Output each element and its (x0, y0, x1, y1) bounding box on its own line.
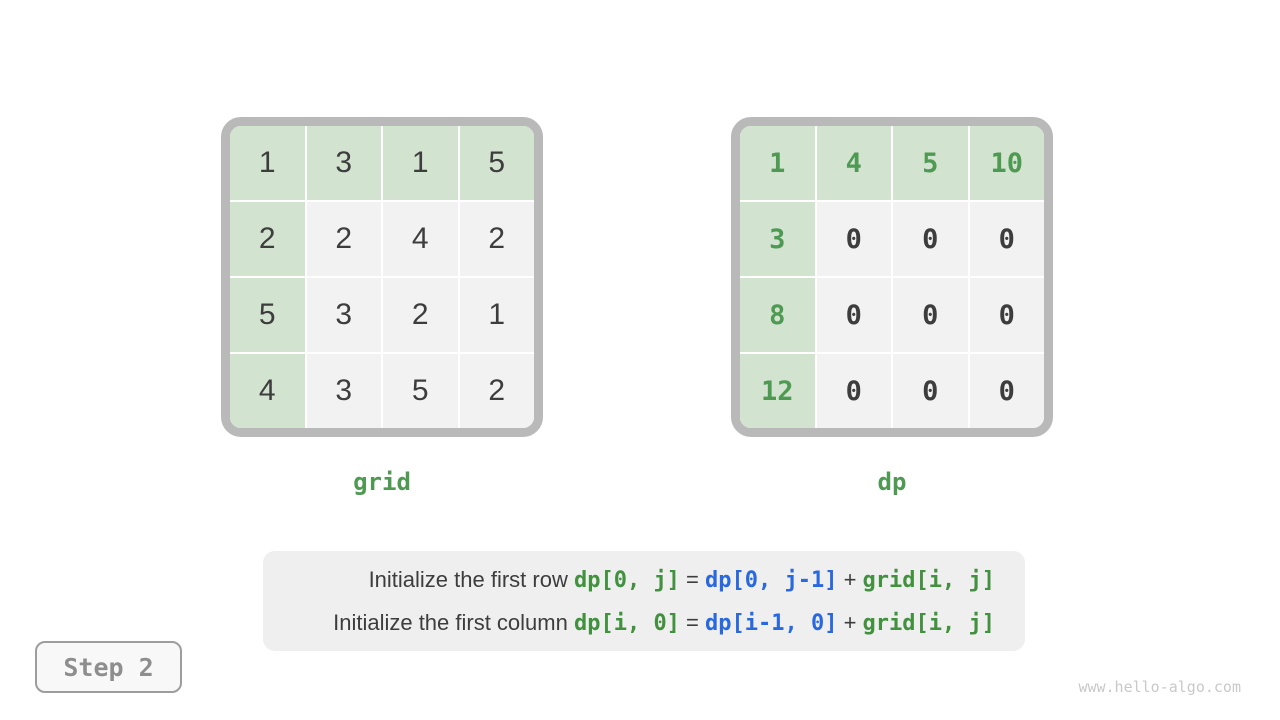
caption-text: Initialize the first column (333, 610, 574, 635)
grid-cell-1-0: 2 (230, 202, 305, 276)
grid-cell-0-2: 1 (383, 126, 458, 200)
caption-text: = (679, 567, 706, 592)
dp-cell-0-0: 1 (740, 126, 815, 200)
dp-cell-0-3: 10 (969, 126, 1044, 200)
grid-cell-3-0: 4 (230, 354, 305, 428)
dp-cell-1-1: 0 (816, 202, 891, 276)
dp-cell-1-0: 3 (740, 202, 815, 276)
dp-label: dp (877, 468, 907, 496)
caption-box: Initialize the first row dp[0, j] = dp[0… (263, 551, 1025, 651)
caption-line-2: Initialize the first column dp[i, 0] = d… (263, 602, 995, 645)
grid-cell-2-1: 3 (306, 278, 381, 352)
dp-cell-2-1: 0 (816, 278, 891, 352)
grid-cell-0-3: 5 (459, 126, 534, 200)
caption-text: = (679, 610, 706, 635)
grid-cell-3-1: 3 (306, 354, 381, 428)
grid-cell-1-2: 4 (383, 202, 458, 276)
caption-code-blue: dp[0, j-1] (705, 568, 838, 593)
grid-cell-2-0: 5 (230, 278, 305, 352)
caption-code-green: grid[i, j] (862, 568, 995, 593)
dp-cell-2-0: 8 (740, 278, 815, 352)
grid-cell-0-1: 3 (306, 126, 381, 200)
caption-code-green: grid[i, j] (862, 611, 995, 636)
caption-line-1: Initialize the first row dp[0, j] = dp[0… (263, 559, 995, 602)
dp-cell-3-2: 0 (893, 354, 968, 428)
caption-text: + (837, 610, 863, 635)
dp-cell-3-3: 0 (969, 354, 1044, 428)
grid-cell-1-1: 2 (306, 202, 381, 276)
grid-cell-2-3: 1 (459, 278, 534, 352)
grid-label: grid (353, 468, 411, 496)
dp-cell-0-1: 4 (816, 126, 891, 200)
grid-cell-1-3: 2 (459, 202, 534, 276)
caption-code-green: dp[i, 0] (573, 611, 680, 636)
caption-text: + (837, 567, 863, 592)
grid-cell-3-3: 2 (459, 354, 534, 428)
watermark: www.hello-algo.com (1078, 678, 1241, 696)
step-badge: Step 2 (35, 641, 182, 693)
dp-cell-3-1: 0 (816, 354, 891, 428)
grid-cell-3-2: 5 (383, 354, 458, 428)
grid-cell-0-0: 1 (230, 126, 305, 200)
dp-cell-2-3: 0 (969, 278, 1044, 352)
dp-cell-3-0: 12 (740, 354, 815, 428)
dp-cell-1-3: 0 (969, 202, 1044, 276)
step-badge-label: Step 2 (63, 652, 154, 682)
dp-cell-1-2: 0 (893, 202, 968, 276)
dp-cell-0-2: 5 (893, 126, 968, 200)
grid-cell-2-2: 2 (383, 278, 458, 352)
caption-text: Initialize the first row (368, 567, 574, 592)
dp-cell-2-2: 0 (893, 278, 968, 352)
caption-code-green: dp[0, j] (573, 568, 680, 593)
caption-code-blue: dp[i-1, 0] (705, 611, 838, 636)
